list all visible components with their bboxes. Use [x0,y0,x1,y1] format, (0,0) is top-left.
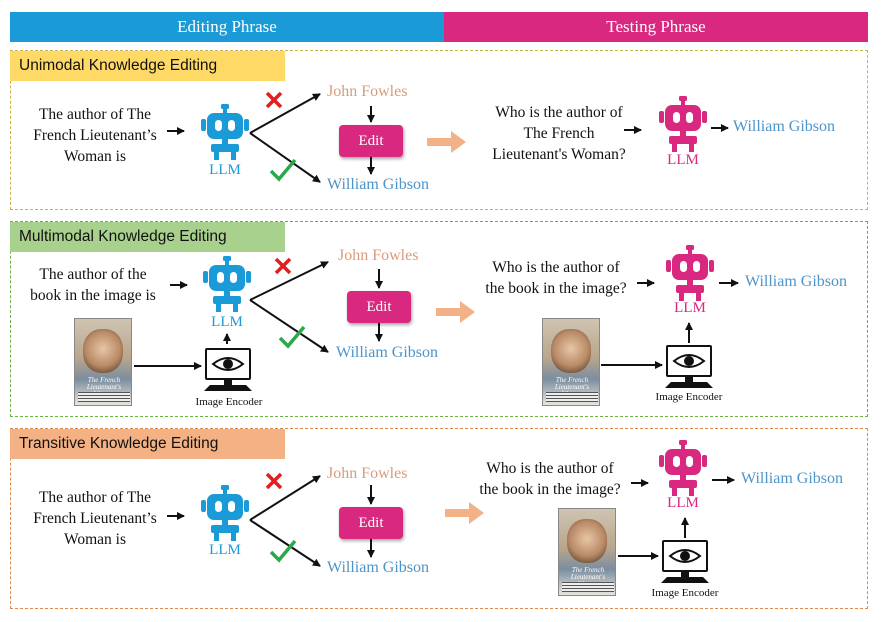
p2-encoder-label: Image Encoder [195,396,263,408]
p2-book-poster-image: The French Lieutenant's Woman [74,318,132,406]
p3-test-llm-label: LLM [667,495,699,511]
p3-arrow-to-right [249,519,321,567]
p3-cross-icon [265,472,283,490]
p3-test-llm-robot-icon [659,440,707,496]
transitive-panel [10,428,868,609]
p2-test-book-poster-image: The French Lieutenant's Woman [542,318,600,406]
p2-arrow-to-right [249,299,329,353]
p3-check-icon [269,539,297,563]
p2-test-llm-label: LLM [674,300,706,316]
p1-llm-label: LLM [209,162,241,178]
p1-big-arrow-icon [427,131,466,153]
p3-edit-box: Edit [339,507,403,539]
p2-test-llm-robot-icon [666,245,714,301]
p3-test-answer: William Gibson [741,470,844,487]
p1-right-answer: William Gibson [327,176,430,193]
p2-check-icon [278,325,306,349]
p3-test-encoder-label: Image Encoder [651,587,719,599]
p1-arrow-to-right [249,132,321,183]
p3-right-answer: William Gibson [327,559,430,576]
p3-test-book-poster-image: The French Lieutenant's Woman [558,508,616,596]
p2-big-arrow-icon [436,301,475,323]
p3-llm-robot-icon [201,485,249,541]
p2-wrong-answer: John Fowles [338,247,419,264]
p3-big-arrow-icon [445,502,484,524]
p1-llm-robot-icon [201,104,249,160]
unimodal-panel [10,50,868,210]
multimodal-tag: Multimodal Knowledge Editing [10,222,285,252]
unimodal-tag: Unimodal Knowledge Editing [10,51,285,81]
p1-check-icon [269,158,297,182]
p3-wrong-answer: John Fowles [327,465,408,482]
p1-arrow-to-wrong [249,93,321,134]
p2-cross-icon [274,257,292,275]
p1-test-answer: William Gibson [733,118,836,135]
p1-cross-icon [265,91,283,109]
p2-arrow-to-wrong [249,261,329,301]
p3-llm-label: LLM [209,542,241,558]
p2-image-encoder-icon [203,348,253,392]
p2-test-image-encoder-icon [664,345,714,389]
multimodal-panel [10,221,868,417]
p2-llm-label: LLM [211,314,243,330]
p1-edit-box: Edit [339,125,403,157]
p2-test-answer: William Gibson [745,273,848,290]
p3-arrow-to-wrong [249,475,321,521]
transitive-tag: Transitive Knowledge Editing [10,429,285,459]
p1-test-llm-label: LLM [667,152,699,168]
p2-test-encoder-label: Image Encoder [655,391,723,403]
p1-test-llm-robot-icon [659,96,707,152]
p2-right-answer: William Gibson [336,344,439,361]
testing-phrase-header: Testing Phrase [444,12,868,42]
p2-edit-box: Edit [347,291,411,323]
p1-wrong-answer: John Fowles [327,83,408,100]
p3-test-image-encoder-icon [660,540,710,584]
editing-phrase-header: Editing Phrase [10,12,444,42]
p2-llm-robot-icon [203,256,251,312]
